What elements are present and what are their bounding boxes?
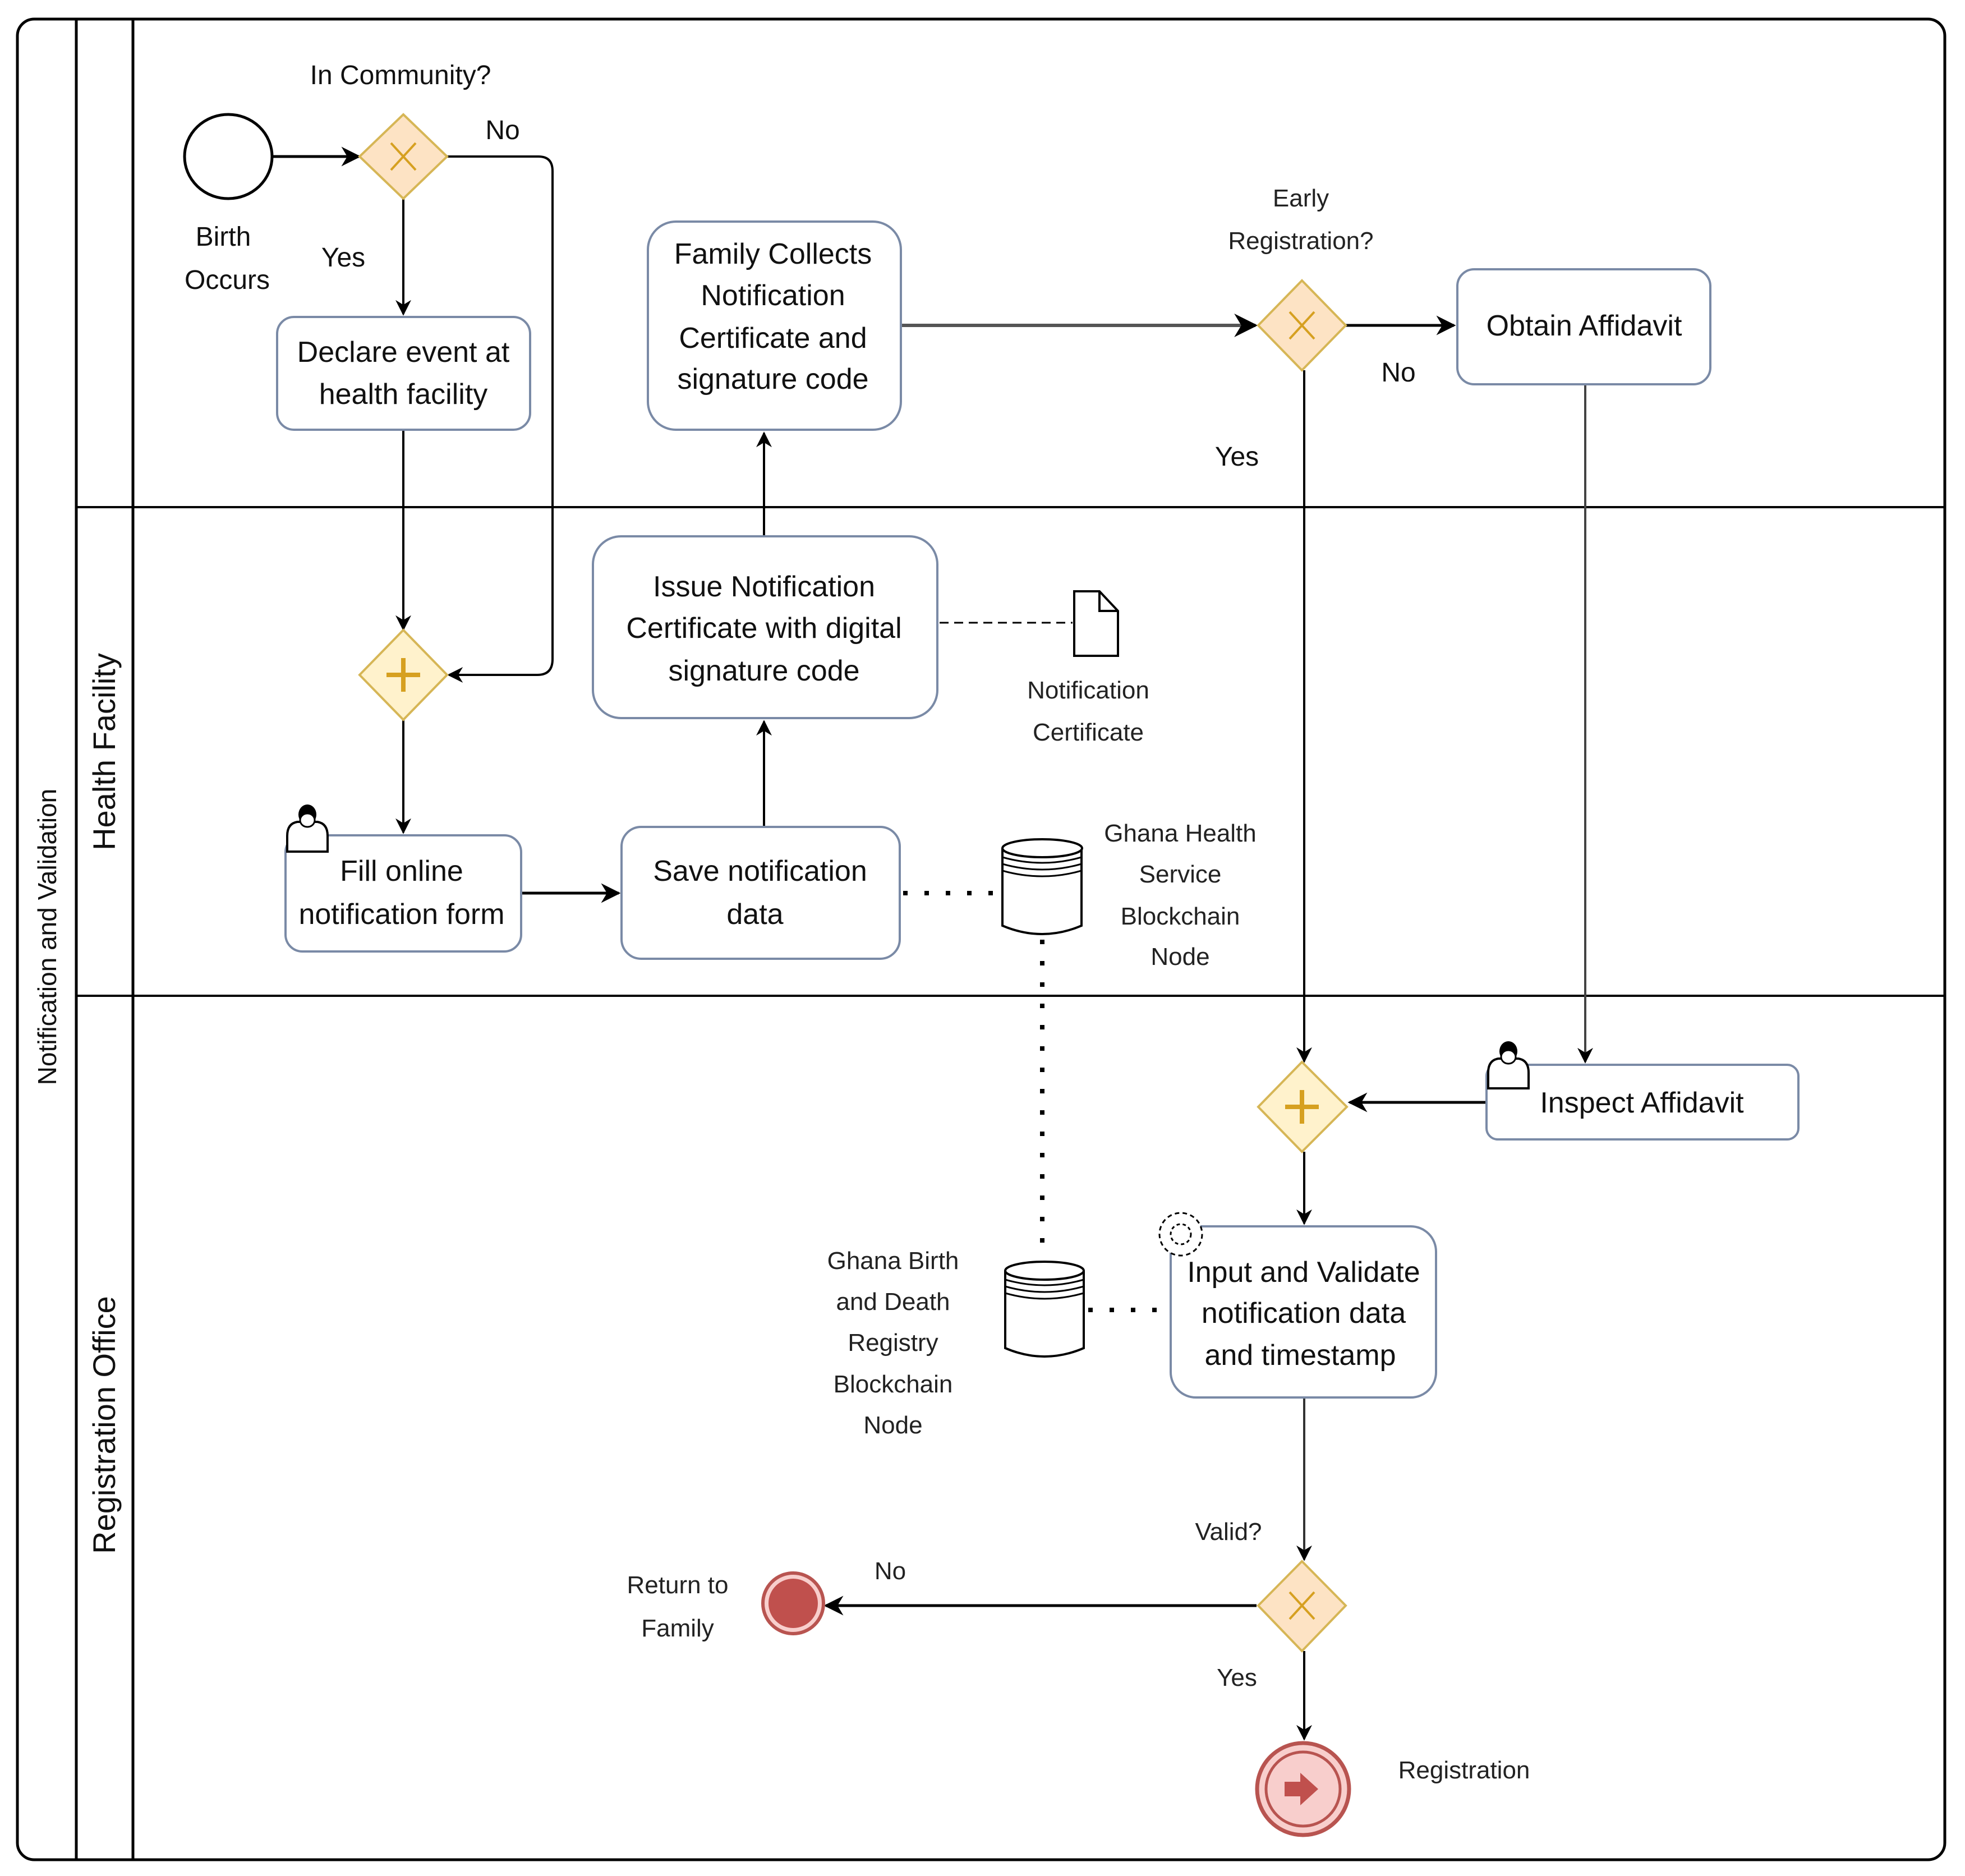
gateway-valid-label: Valid? <box>1195 1518 1262 1546</box>
task-input-validate[interactable]: Input and Validate notification data and… <box>1170 1225 1437 1399</box>
database-icon-bdr-node[interactable] <box>1004 1261 1085 1358</box>
gateway-early-registration[interactable] <box>1257 279 1347 372</box>
database-icon-ghs-node[interactable] <box>1001 838 1083 935</box>
document-icon-notification-certificate[interactable] <box>1073 590 1119 657</box>
svg-text:signature code: signature code <box>668 655 859 687</box>
svg-text:Issue Notification: Issue Notification <box>653 571 875 603</box>
user-icon <box>286 804 329 853</box>
lane-label-health-facility: Health Facility <box>86 653 122 850</box>
gateway-in-community[interactable] <box>358 113 449 200</box>
svg-text:Certificate with digital: Certificate with digital <box>626 612 901 645</box>
svg-text:Fill online: Fill online <box>340 855 463 888</box>
end-event-return-to-family[interactable] <box>761 1571 825 1635</box>
database-bdr-label: Registry <box>848 1329 938 1357</box>
svg-text:and timestamp: and timestamp <box>1204 1339 1396 1372</box>
gateway-valid-yes: Yes <box>1217 1664 1257 1691</box>
task-obtain-affidavit[interactable]: Obtain Affidavit <box>1456 268 1711 385</box>
start-event-label: Occurs <box>185 265 270 295</box>
svg-text:Save notification: Save notification <box>653 855 867 888</box>
svg-text:Notification: Notification <box>701 279 845 312</box>
gateway-in-community-yes: Yes <box>321 243 365 273</box>
database-bdr-label: Ghana Birth <box>827 1247 959 1275</box>
service-gear-icon <box>1158 1212 1203 1257</box>
document-label: Notification <box>1027 677 1149 704</box>
database-ghs-label: Node <box>1151 943 1209 971</box>
pool <box>16 17 1946 1861</box>
end-event-return-label: Return to <box>627 1571 729 1599</box>
gateway-early-registration-no: No <box>1381 358 1415 388</box>
gateway-early-registration-label: Registration? <box>1228 227 1373 255</box>
svg-text:Inspect Affidavit: Inspect Affidavit <box>1540 1087 1744 1119</box>
svg-text:notification data: notification data <box>1202 1297 1406 1330</box>
gateway-in-community-no: No <box>485 116 519 145</box>
task-save-notification-data[interactable]: Save notification data <box>620 826 901 960</box>
gateway-valid[interactable] <box>1257 1560 1347 1653</box>
svg-text:Obtain Affidavit: Obtain Affidavit <box>1487 310 1682 342</box>
end-event-registration[interactable] <box>1255 1741 1351 1837</box>
end-event-registration-label: Registration <box>1398 1757 1530 1784</box>
gateway-in-community-label: In Community? <box>310 61 491 90</box>
svg-text:Family Collects: Family Collects <box>674 238 872 270</box>
flow-community-no <box>447 155 554 683</box>
task-family-collects[interactable]: Family Collects Notification Certificate… <box>647 220 902 431</box>
document-label: Certificate <box>1033 719 1144 746</box>
gateway-valid-no: No <box>875 1557 906 1585</box>
svg-text:Input and Validate: Input and Validate <box>1187 1256 1420 1289</box>
svg-text:notification form: notification form <box>298 898 504 931</box>
lane-label-registration-office: Registration Office <box>86 1296 122 1554</box>
gateway-parallel-join-registration[interactable] <box>1257 1060 1349 1153</box>
task-issue-certificate[interactable]: Issue Notification Certificate with digi… <box>592 535 938 719</box>
start-event-label: Birth <box>196 222 251 252</box>
svg-text:Certificate and: Certificate and <box>679 322 867 355</box>
start-event-birth-occurs[interactable] <box>183 113 274 200</box>
gateway-early-registration-yes: Yes <box>1215 442 1259 472</box>
pool-label: Notification and Validation <box>33 789 62 1085</box>
svg-text:health facility: health facility <box>319 378 488 411</box>
end-event-return-label: Family <box>641 1615 714 1642</box>
database-bdr-label: Blockchain <box>834 1371 953 1398</box>
task-inspect-affidavit[interactable]: Inspect Affidavit <box>1485 1064 1800 1141</box>
svg-text:signature code: signature code <box>677 363 868 396</box>
task-declare-event[interactable]: Declare event at health facility <box>276 316 531 431</box>
database-ghs-label: Blockchain <box>1121 903 1240 930</box>
svg-text:Declare event at: Declare event at <box>297 336 510 369</box>
database-ghs-label: Ghana Health <box>1104 820 1257 847</box>
svg-text:data: data <box>726 898 783 931</box>
arrow-right-icon <box>1285 1773 1318 1805</box>
database-ghs-label: Service <box>1139 861 1222 888</box>
user-icon <box>1487 1041 1530 1089</box>
database-bdr-label: and Death <box>836 1288 950 1316</box>
gateway-parallel-join-health[interactable] <box>358 628 449 721</box>
database-bdr-label: Node <box>863 1411 922 1439</box>
task-fill-online-form[interactable]: Fill online notification form <box>284 834 522 953</box>
gateway-early-registration-label: Early <box>1273 185 1329 212</box>
